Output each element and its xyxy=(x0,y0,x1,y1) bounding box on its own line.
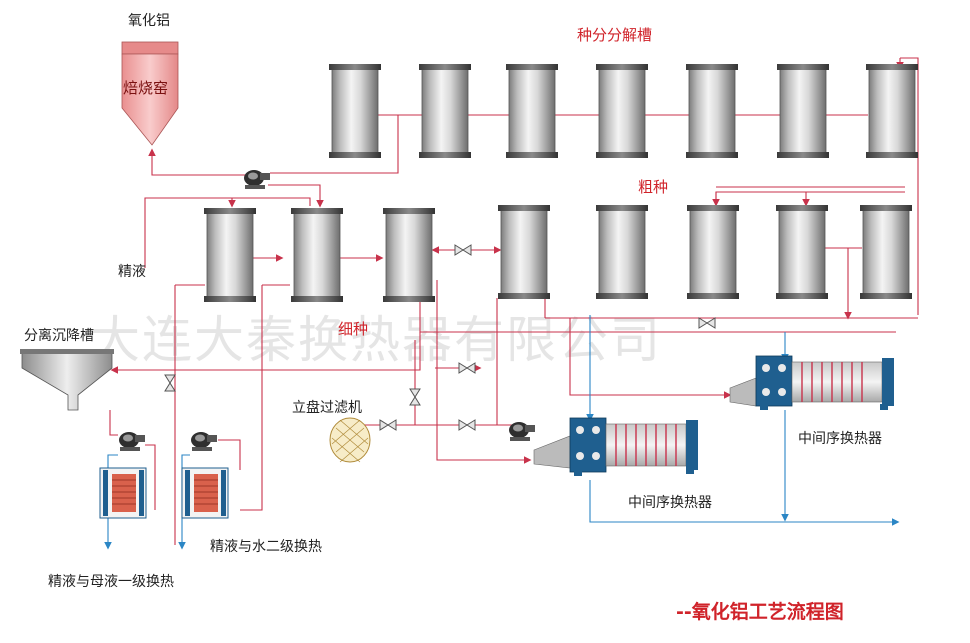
separation-settling-tank xyxy=(20,349,114,411)
intermediate-heat-exchanger-bottom xyxy=(533,417,698,476)
inter-hx-bottom-label: 中间序换热器 xyxy=(628,494,712,511)
alumina-label: 氧化铝 xyxy=(128,13,170,29)
seed-decomposition-tanks xyxy=(328,63,919,159)
refined-liquor-label: 精液 xyxy=(118,264,146,280)
disc-filter-label: 立盘过滤机 xyxy=(292,399,362,416)
stage2-heat-exchanger xyxy=(181,467,229,519)
calcination-kiln: 焙烧窑 xyxy=(121,41,179,146)
intermediate-heat-exchanger-right xyxy=(729,355,894,410)
seed-decomposition-label: 种分分解槽 xyxy=(577,26,652,44)
fine-seed-label: 细种 xyxy=(338,320,368,338)
separation-tank-label: 分离沉降槽 xyxy=(24,327,94,344)
hx-stage1-label: 精液与母液一级换热 xyxy=(48,573,174,590)
seed-tanks-middle-row xyxy=(203,204,913,303)
watermark-text: 大连大秦换热器有限公司 xyxy=(90,311,662,369)
red-process-pipes xyxy=(109,57,919,545)
disc-filter xyxy=(329,417,371,463)
hx-stage2-label: 精液与水二级换热 xyxy=(210,538,322,555)
diagram-title: --氧化铝工艺流程图 xyxy=(676,600,844,623)
kiln-label: 焙烧窑 xyxy=(123,79,168,97)
coarse-seed-label: 粗种 xyxy=(638,178,668,196)
inter-hx-right-label: 中间序换热器 xyxy=(798,430,882,447)
stage1-heat-exchanger xyxy=(99,467,147,519)
